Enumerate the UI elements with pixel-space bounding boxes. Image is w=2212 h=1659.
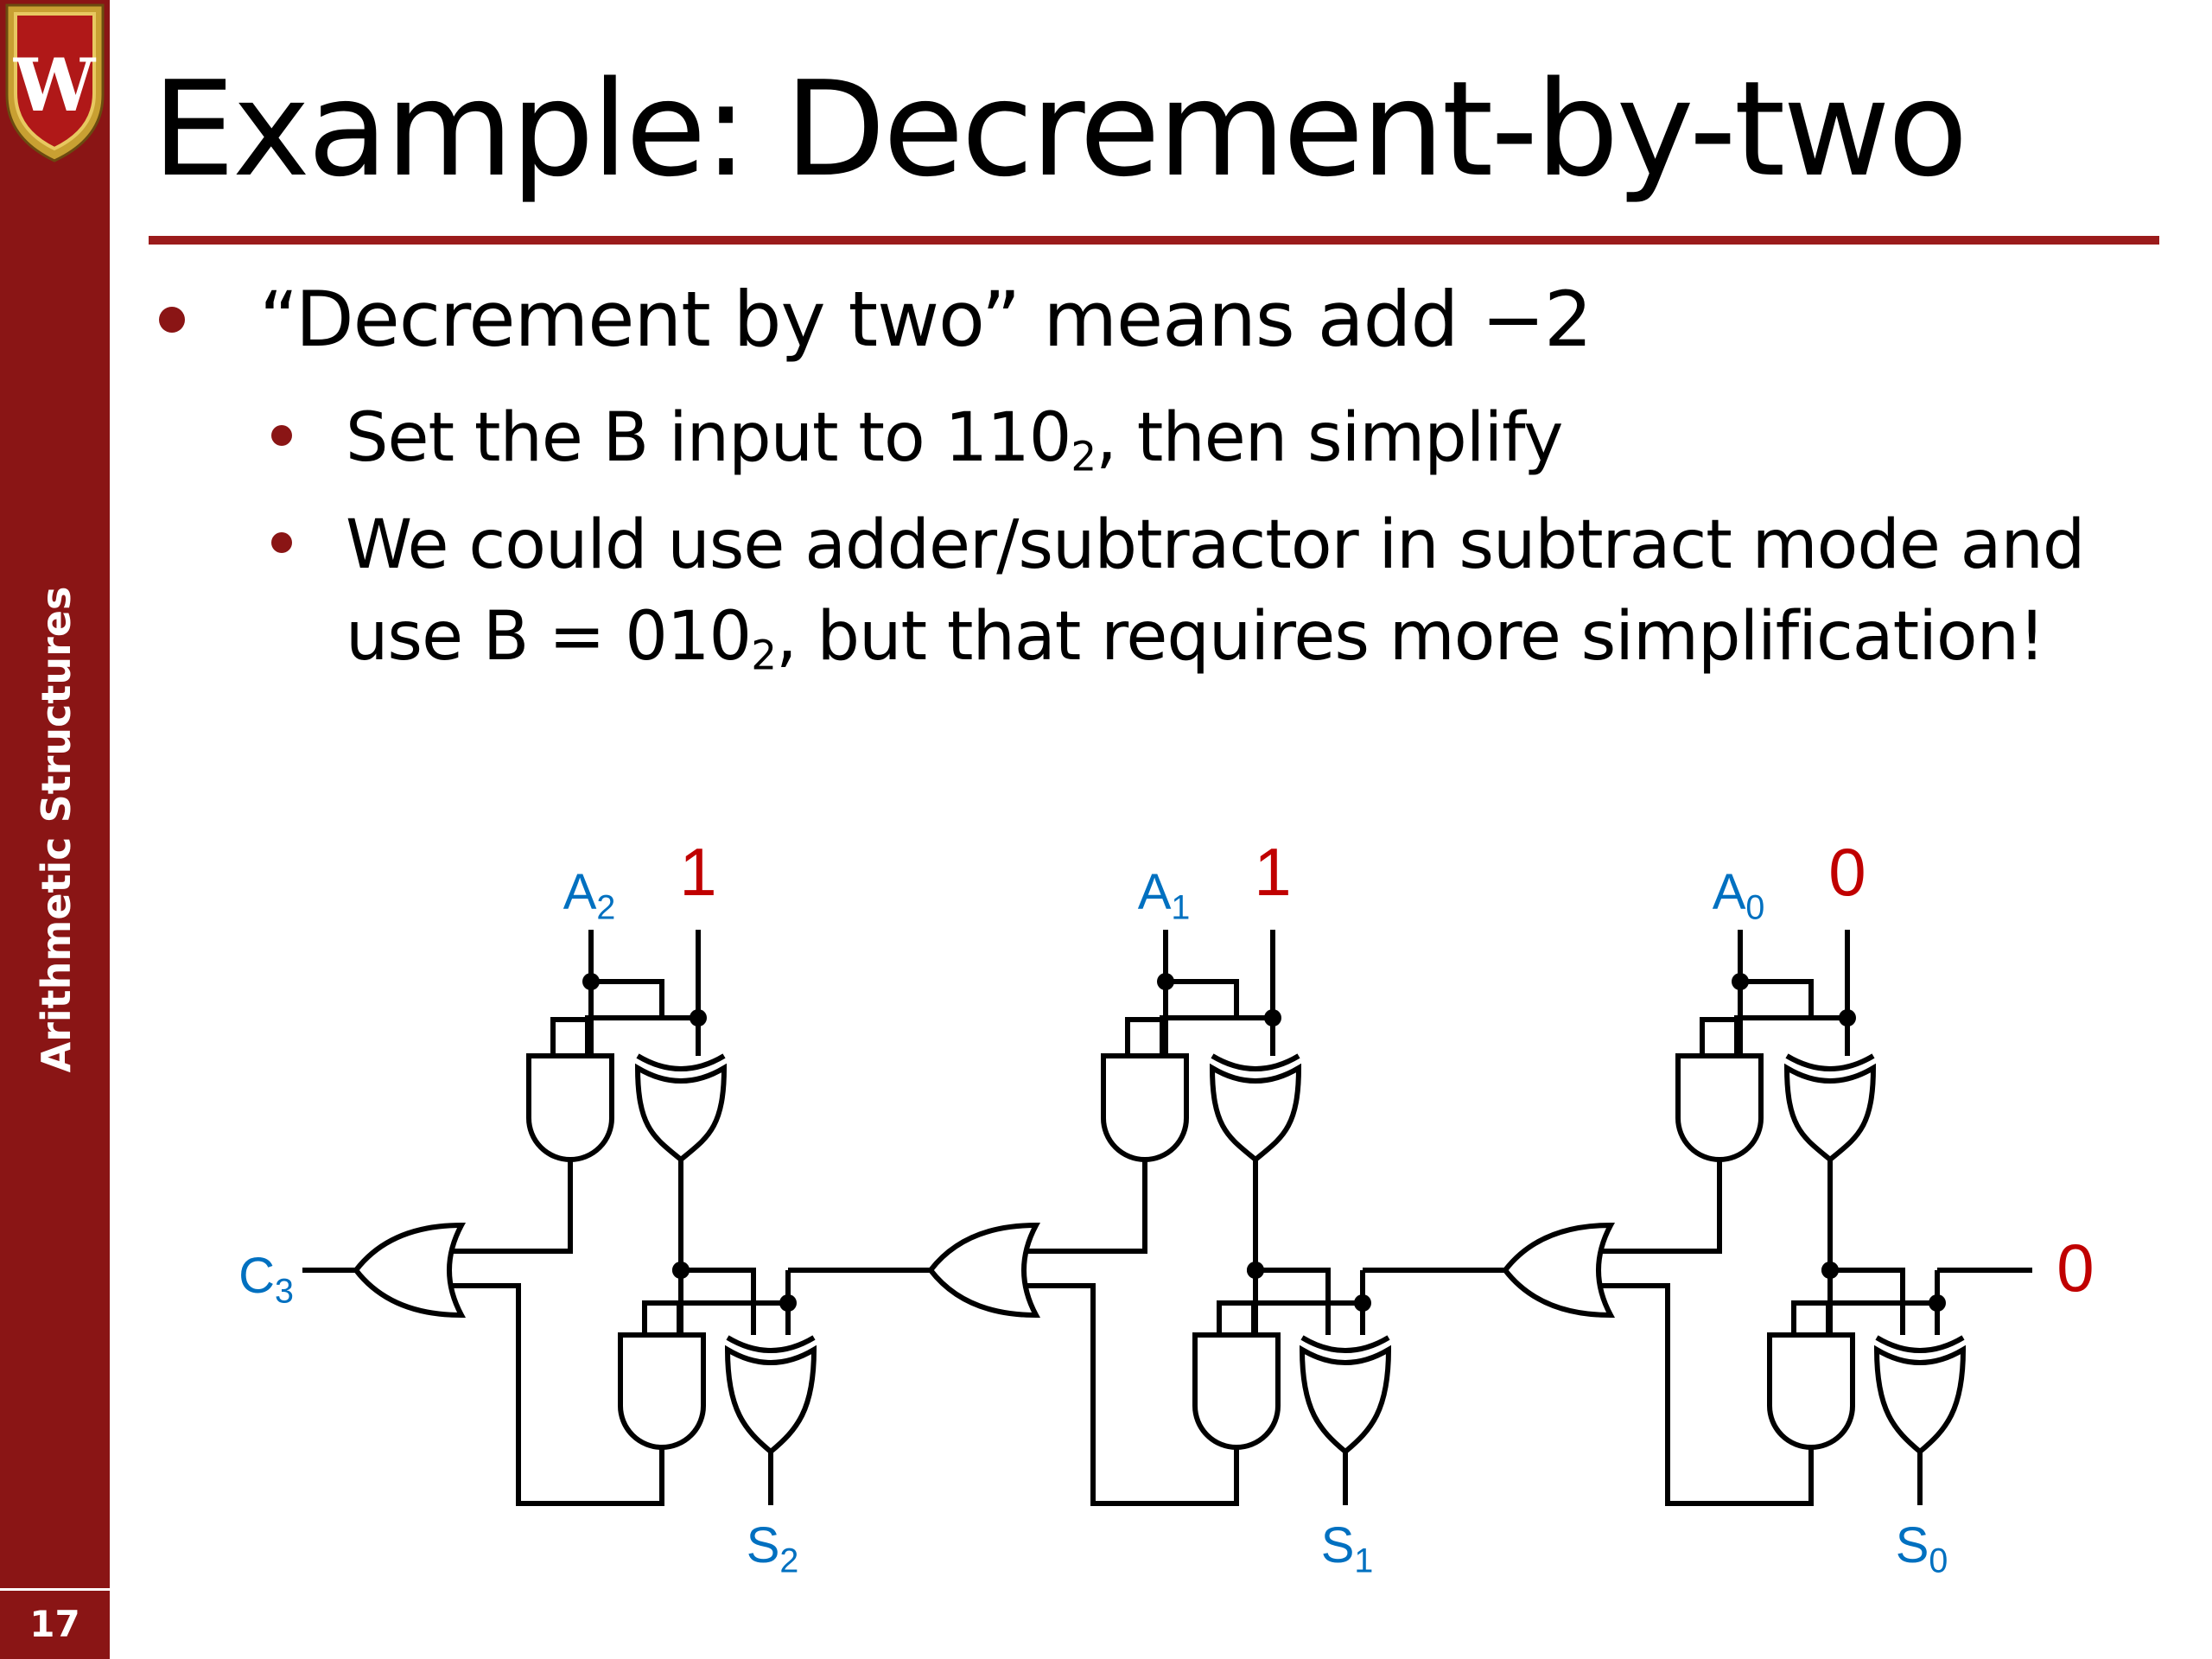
and2-to-or-wire (1600, 1283, 1814, 1506)
a-to-xor-wire (591, 979, 698, 1020)
junction-dot (1732, 973, 1749, 990)
bullet-sub-2-line-2: use B = 0102, but that requires more sim… (346, 598, 2045, 680)
xor-gate (634, 1053, 728, 1163)
slide-title: Example: Decrement-by-two (152, 53, 1968, 206)
bullet-dot (271, 425, 292, 446)
xor-body (724, 1344, 817, 1455)
svg-text:W: W (13, 42, 97, 128)
xor-back-curve (636, 1053, 726, 1071)
a-to-and-wire (1125, 982, 1168, 1056)
junction-dot (1354, 1294, 1371, 1312)
a-to-and-wire (1700, 982, 1743, 1056)
junction-dot (1247, 1262, 1264, 1279)
bullet-sub-1: Set the B input to 1102, then simplify (346, 399, 1563, 481)
sum-output-label: S1 (1321, 1517, 1374, 1580)
a-to-xor-wire (1166, 979, 1273, 1020)
junction-dot (779, 1294, 797, 1312)
xor-gate (1209, 1053, 1302, 1163)
xor-back-curve (1785, 1053, 1875, 1071)
junction-dot (1839, 1009, 1856, 1027)
sum-output-label: S2 (747, 1517, 799, 1580)
wires (302, 930, 2032, 1506)
xor-gate (1783, 1053, 1877, 1163)
cin-to-and2-wire (1251, 1300, 1363, 1335)
xor-gate (724, 1335, 817, 1455)
xor-back-curve (1211, 1053, 1300, 1071)
xor1-to-and2-wire (642, 1300, 681, 1335)
xor-back-curve (1875, 1335, 1965, 1353)
xor-back-curve (726, 1335, 816, 1353)
carry-out-label: C3 (238, 1248, 294, 1311)
junction-dot (1929, 1294, 1946, 1312)
xor-gate (1299, 1335, 1392, 1455)
cin-to-and2-wire (677, 1300, 788, 1335)
b-input-value: 0 (1828, 834, 1866, 910)
junction-dot (672, 1262, 690, 1279)
a-input-label: A2 (563, 864, 616, 927)
and1-to-or-wire (451, 1160, 573, 1254)
and-gate (618, 1332, 706, 1450)
and-gate (1192, 1332, 1281, 1450)
carry-in-value: 0 (2056, 1230, 2094, 1306)
xor-back-curve (1300, 1335, 1390, 1353)
and-gate (1675, 1053, 1764, 1162)
xor1-to-and2-wire (1217, 1300, 1255, 1335)
xor-body (1783, 1063, 1877, 1163)
xor-body (634, 1063, 728, 1163)
sidebar: W Arithmetic Structures 17 (0, 0, 110, 1659)
xor-body (1873, 1344, 1967, 1455)
bullet-dot (159, 307, 185, 333)
junction-dot (1821, 1262, 1839, 1279)
b-input-value: 1 (679, 834, 716, 910)
and-gate (526, 1053, 614, 1162)
sum-output-label: S0 (1896, 1517, 1948, 1580)
or-gate (927, 1222, 1041, 1319)
cin-to-and2-wire (1826, 1300, 1937, 1335)
bullet-main: “Decrement by two” means add −2 (259, 275, 1592, 364)
junction-dot (690, 1009, 707, 1027)
and-gate (1767, 1332, 1855, 1450)
and2-to-or-wire (451, 1283, 664, 1506)
xor1-to-xor2-wire (681, 1268, 756, 1335)
bullet-dot (271, 532, 292, 553)
a-to-and-wire (550, 982, 594, 1056)
title-rule (149, 236, 2159, 245)
university-crest-icon: W (5, 3, 105, 162)
and-gate (1101, 1053, 1189, 1162)
or-gate (1502, 1222, 1616, 1319)
junction-dots (582, 973, 1946, 1312)
b-to-and-wire (585, 1015, 698, 1056)
xor1-to-xor2-wire (1255, 1268, 1331, 1335)
and1-to-or-wire (1600, 1160, 1722, 1254)
a-to-xor-wire (1740, 979, 1847, 1020)
xor1-to-and2-wire (1791, 1300, 1830, 1335)
b-to-and-wire (1734, 1015, 1847, 1056)
and2-to-or-wire (1026, 1283, 1239, 1506)
or-gate (353, 1222, 467, 1319)
gates (353, 1053, 1967, 1455)
b-input-value: 1 (1254, 834, 1291, 910)
and1-to-or-wire (1026, 1160, 1147, 1254)
junction-dot (582, 973, 600, 990)
a-input-label: A0 (1713, 864, 1765, 927)
xor-body (1209, 1063, 1302, 1163)
slide-number: 17 (29, 1603, 80, 1645)
b-to-and-wire (1160, 1015, 1273, 1056)
xor-gate (1873, 1335, 1967, 1455)
junction-dot (1264, 1009, 1281, 1027)
a-input-label: A1 (1138, 864, 1191, 927)
slide-number-box: 17 (0, 1588, 110, 1659)
bullet-sub-2-line-1: We could use adder/subtractor in subtrac… (346, 506, 2085, 584)
junction-dot (1157, 973, 1174, 990)
xor-body (1299, 1344, 1392, 1455)
xor1-to-xor2-wire (1830, 1268, 1905, 1335)
